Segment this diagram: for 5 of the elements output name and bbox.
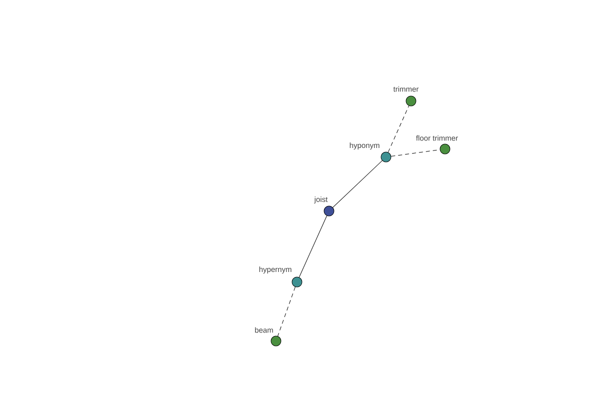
connector-line [390,149,440,157]
connector-line [332,160,382,208]
connector-line [278,286,296,336]
connector-line [388,106,410,152]
connector-line [298,216,328,278]
